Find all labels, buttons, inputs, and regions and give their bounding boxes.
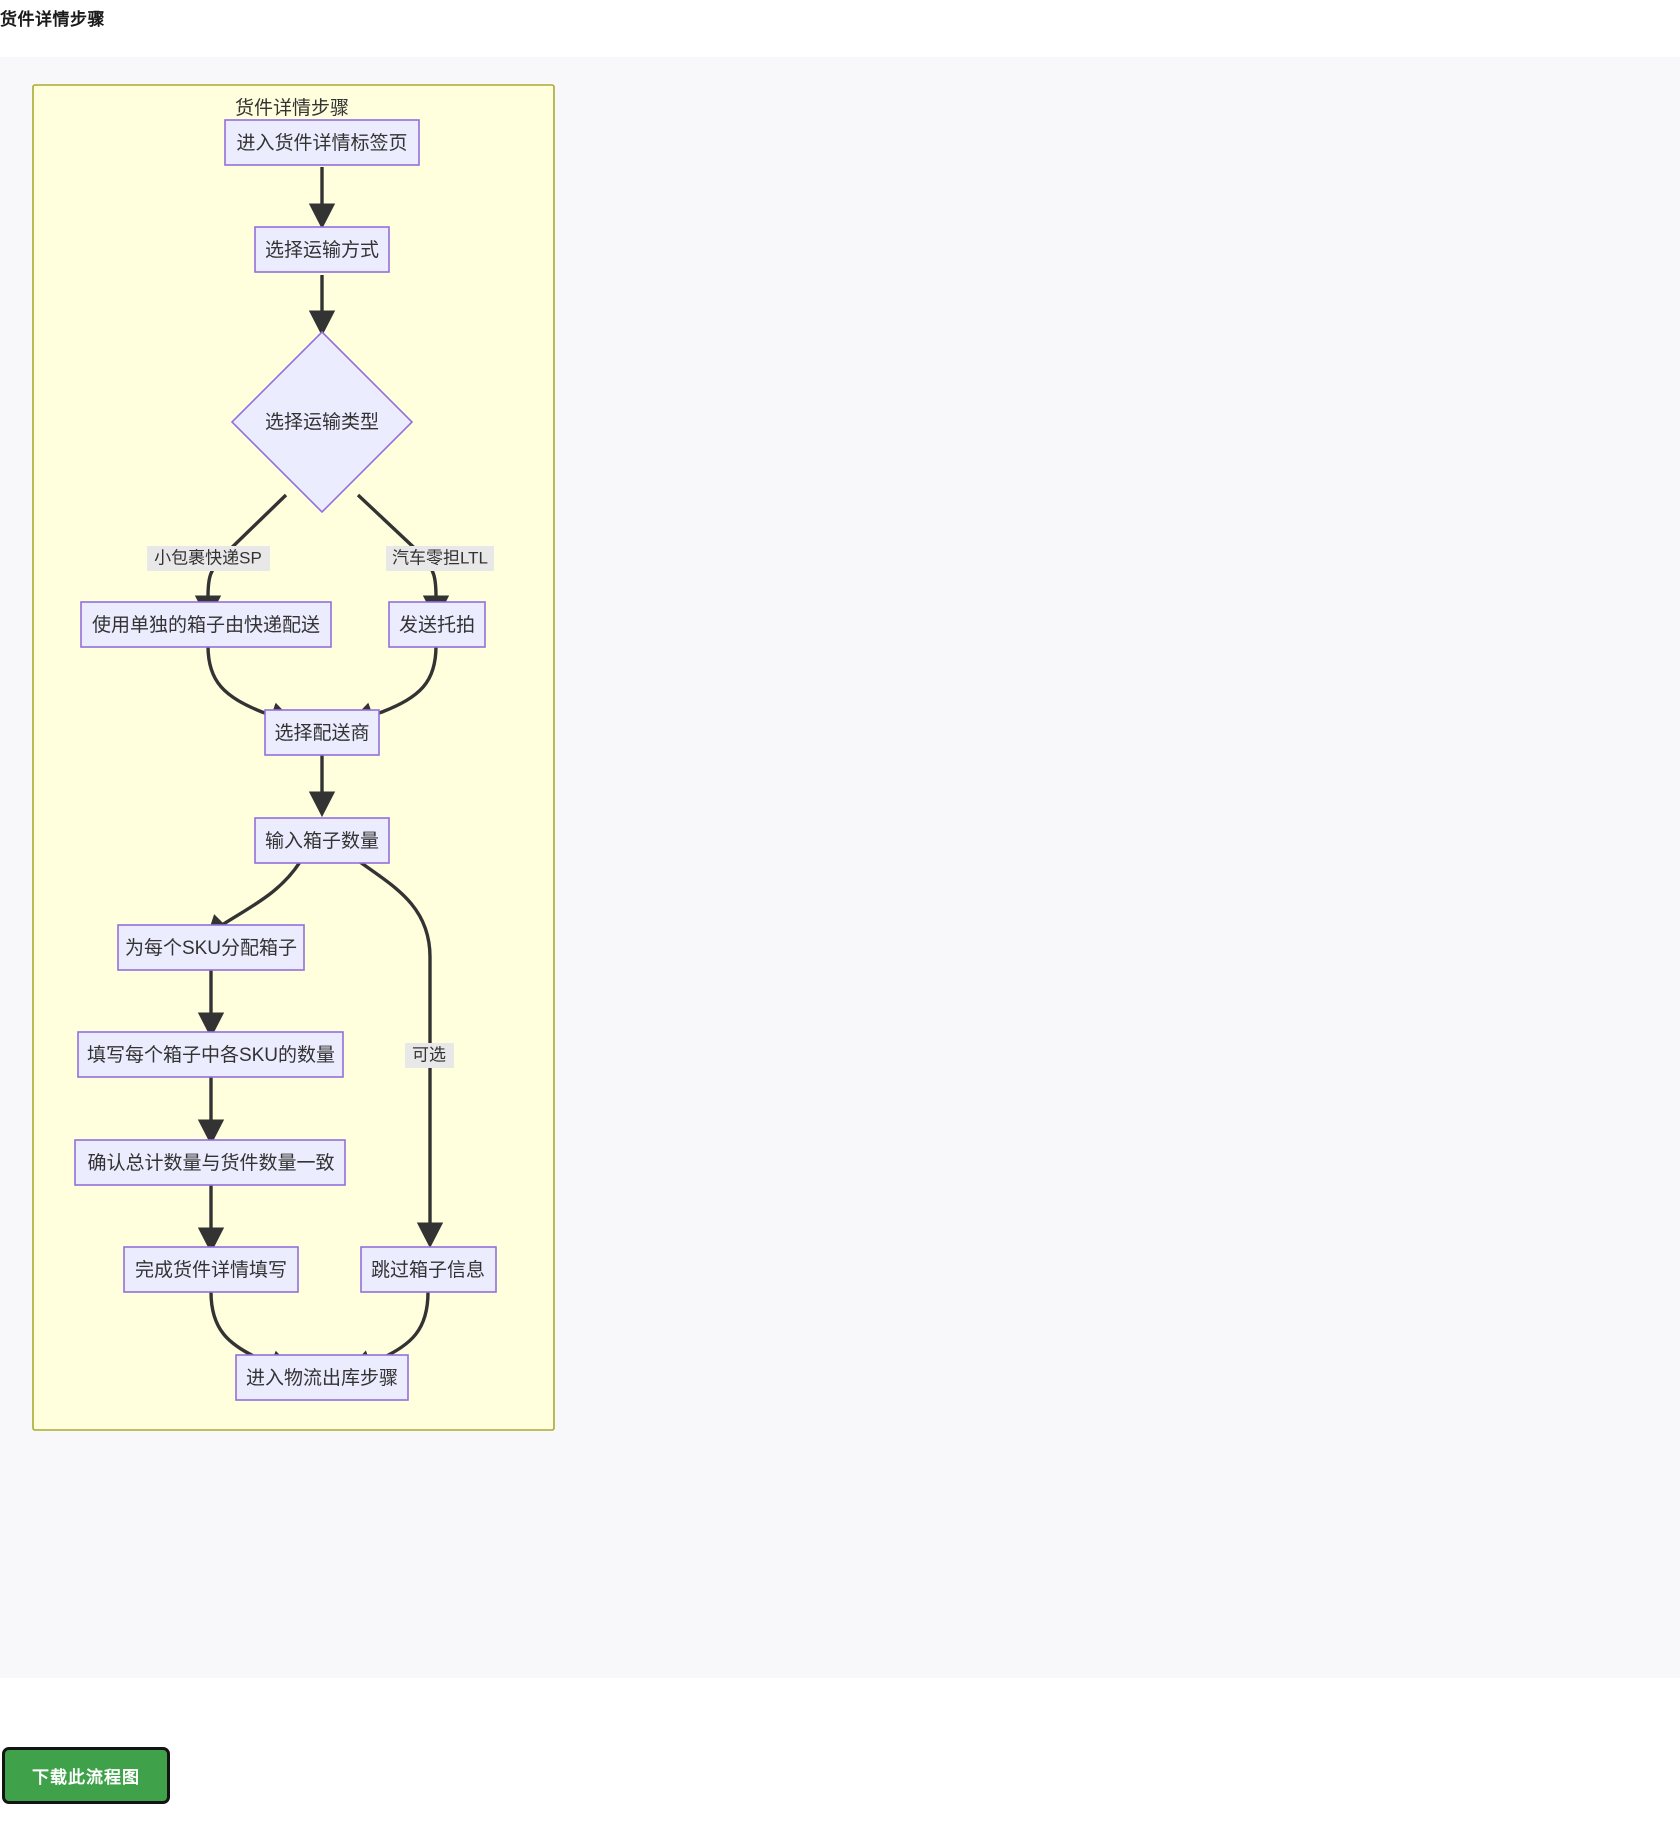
- edge-n4-n6: [206, 645, 296, 728]
- node-label: 完成货件详情填写: [135, 1259, 287, 1281]
- node-label: 进入物流出库步骤: [246, 1367, 398, 1389]
- edge-label-optional: 可选: [405, 1043, 454, 1068]
- node-label: 选择运输方式: [265, 239, 379, 261]
- node-label: 输入箱子数量: [265, 830, 379, 852]
- node-label: 使用单独的箱子由快递配送: [92, 614, 320, 636]
- node-use-separate-boxes-courier[interactable]: 使用单独的箱子由快递配送: [80, 601, 332, 648]
- node-complete-shipment-details[interactable]: 完成货件详情填写: [123, 1246, 299, 1293]
- node-label: 选择运输类型: [265, 411, 379, 433]
- node-label: 进入货件详情标签页: [236, 132, 407, 154]
- node-enter-box-count[interactable]: 输入箱子数量: [254, 817, 390, 864]
- subgraph-title: 货件详情步骤: [235, 97, 349, 119]
- node-fill-sku-quantity-per-box[interactable]: 填写每个箱子中各SKU的数量: [77, 1031, 344, 1078]
- download-flowchart-button[interactable]: 下载此流程图: [2, 1747, 170, 1804]
- node-select-shipping-method[interactable]: 选择运输方式: [254, 226, 390, 273]
- node-label: 跳过箱子信息: [371, 1259, 485, 1281]
- edge-n7-n8: [205, 861, 302, 942]
- edge-label-sp: 小包裹快递SP: [147, 546, 270, 571]
- edge-n5-n6: [348, 645, 438, 728]
- edge-n7-n12: [359, 860, 444, 1249]
- node-skip-box-info[interactable]: 跳过箱子信息: [360, 1246, 497, 1293]
- edge-label-optional-text: 可选: [412, 1045, 446, 1064]
- node-confirm-total-matches-shipment[interactable]: 确认总计数量与货件数量一致: [74, 1139, 346, 1186]
- node-send-pallet[interactable]: 发送托拍: [388, 601, 486, 648]
- node-label: 为每个SKU分配箱子: [125, 937, 297, 959]
- node-select-shipping-type[interactable]: 选择运输类型: [230, 330, 414, 514]
- node-assign-boxes-per-sku[interactable]: 为每个SKU分配箱子: [117, 924, 305, 971]
- subgraph-container: [32, 84, 555, 1431]
- edge-label-sp-text: 小包裹快递SP: [154, 548, 262, 567]
- page-title: 货件详情步骤: [0, 10, 105, 29]
- node-enter-shipment-details-tab[interactable]: 进入货件详情标签页: [224, 119, 420, 166]
- node-label: 确认总计数量与货件数量一致: [87, 1152, 334, 1174]
- edge-label-ltl-text: 汽车零担LTL: [392, 548, 488, 567]
- flowchart-canvas: 货件详情步骤: [0, 57, 1680, 1678]
- node-select-carrier[interactable]: 选择配送商: [264, 709, 380, 756]
- edge-label-ltl: 汽车零担LTL: [386, 546, 494, 571]
- flowchart-svg: 货件详情步骤: [32, 84, 555, 1431]
- node-enter-logistics-outbound-step[interactable]: 进入物流出库步骤: [235, 1354, 409, 1401]
- node-label: 发送托拍: [399, 614, 475, 636]
- node-label: 选择配送商: [274, 722, 369, 744]
- node-label: 填写每个箱子中各SKU的数量: [87, 1044, 335, 1066]
- diagram-panel: 货件详情步骤: [0, 57, 1680, 1678]
